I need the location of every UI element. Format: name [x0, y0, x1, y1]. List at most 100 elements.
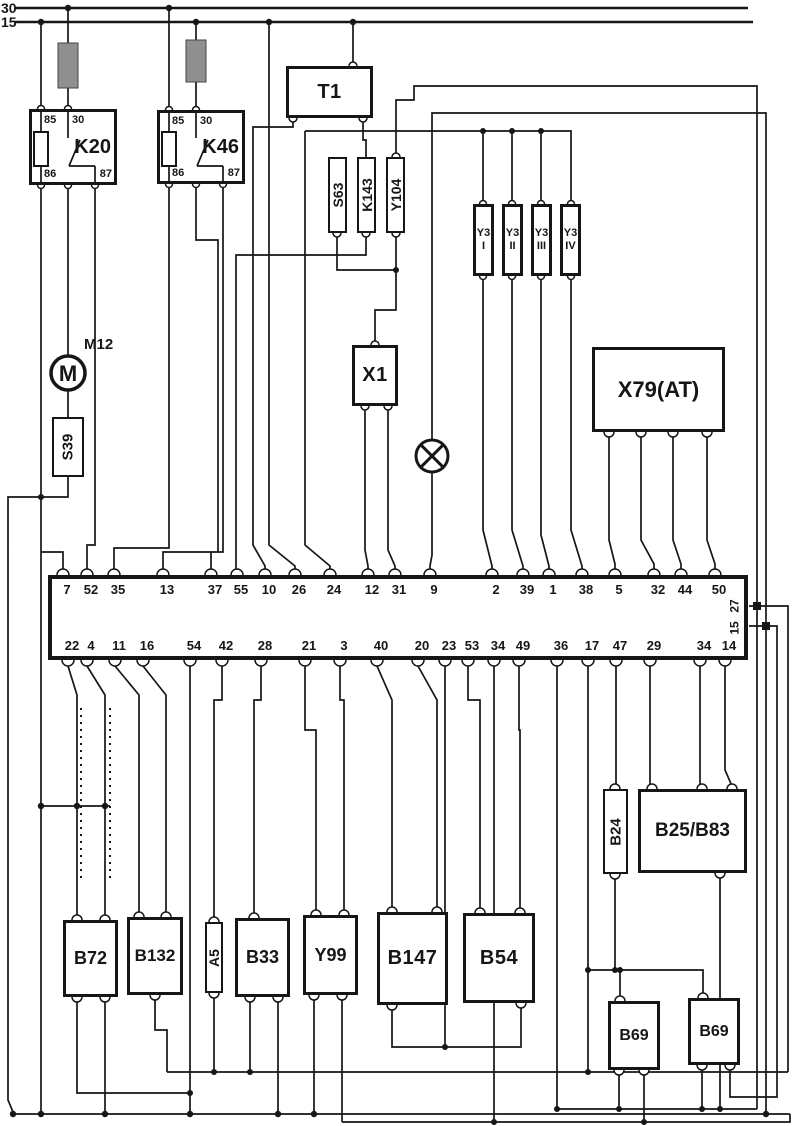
component-x79: X79(AT): [592, 347, 725, 432]
pin-label: 13: [159, 582, 175, 597]
motor-symbol: M: [59, 361, 77, 386]
component-b33: B33: [235, 918, 290, 997]
component-k143: K143: [357, 157, 376, 233]
pin-label: 49: [515, 638, 531, 653]
relay-label: K46: [202, 136, 239, 158]
pin-label: 39: [519, 582, 535, 597]
component-label: Y104: [387, 178, 404, 212]
component-y3-2: Y3 II: [502, 204, 523, 276]
pin-label: 16: [139, 638, 155, 653]
component-label: B33: [245, 947, 280, 967]
component-label: Y3: [534, 227, 549, 240]
component-y99: Y99: [303, 915, 358, 995]
pin-label: 36: [553, 638, 569, 653]
component-t1: T1: [286, 66, 373, 118]
component-y104: Y104: [386, 157, 405, 233]
component-label: T1: [317, 80, 342, 103]
component-x1: X1: [352, 345, 398, 406]
pin-label: 38: [578, 582, 594, 597]
pin-label: 54: [186, 638, 202, 653]
pin-label: 3: [340, 638, 348, 653]
pin-label: 53: [464, 638, 480, 653]
component-label: B72: [73, 948, 108, 968]
pin-label: 12: [364, 582, 380, 597]
relay-pin-30: 30: [200, 115, 213, 127]
pin-label: 34: [696, 638, 712, 653]
wires: [7, 8, 791, 1123]
pin-label: 22: [64, 638, 80, 653]
component-label: Y99: [314, 944, 347, 965]
pin-label: 42: [218, 638, 234, 653]
component-label: B69: [619, 1026, 649, 1044]
pin-label: 37: [207, 582, 223, 597]
pin-label: 47: [612, 638, 628, 653]
motor-icon: M: [49, 354, 87, 392]
bus-lines: [14, 6, 753, 24]
pin-label: 17: [584, 638, 600, 653]
pin-label: 1: [549, 582, 557, 597]
component-label: X79(AT): [617, 376, 700, 402]
pin-label: 21: [301, 638, 317, 653]
component-s63: S63: [328, 157, 347, 233]
pin-label: 35: [110, 582, 126, 597]
component-label: Y3: [505, 227, 520, 240]
relay-internals: [161, 113, 224, 181]
pin-label: 31: [391, 582, 407, 597]
component-b147: B147: [377, 912, 448, 1005]
component-label: A5: [206, 948, 222, 967]
component-m12-label: M12: [84, 336, 114, 353]
pin-label: 20: [414, 638, 430, 653]
component-a5: A5: [205, 922, 223, 993]
component-roman: III: [536, 240, 547, 252]
component-s39: S39: [52, 417, 84, 477]
relay-internals: [33, 112, 96, 182]
relay-pin-87: 87: [227, 167, 240, 179]
component-label: B24: [607, 817, 624, 846]
relay-k46: 85 30 86 87 K46: [157, 110, 245, 184]
component-y3-1: Y3 I: [473, 204, 494, 276]
pin-label: 24: [326, 582, 342, 597]
component-roman: IV: [565, 240, 576, 252]
component-label: S39: [59, 433, 77, 461]
pin-label: 52: [83, 582, 99, 597]
pin-label: 32: [650, 582, 666, 597]
component-label: X1: [362, 364, 388, 386]
component-b69-left: B69: [608, 1001, 660, 1070]
pin-label: 11: [112, 638, 126, 653]
component-label: Y3: [563, 227, 578, 240]
pin-label-27: 27: [727, 599, 742, 613]
component-label: B147: [387, 947, 438, 969]
pin-label-15: 15: [727, 621, 742, 635]
fuse-icons: [57, 39, 207, 89]
component-b69-right: B69: [688, 998, 740, 1065]
component-roman: I: [481, 240, 486, 252]
component-b24: B24: [603, 789, 628, 874]
pin-label: 50: [711, 582, 727, 597]
pin-label: 29: [646, 638, 662, 653]
relay-pin-86: 86: [44, 168, 57, 180]
pin-label: 7: [63, 582, 71, 597]
relay-pin-85: 85: [172, 115, 185, 127]
component-label: S63: [329, 182, 346, 208]
component-label: B132: [134, 946, 176, 965]
component-b25-b83: B25/B83: [638, 789, 747, 873]
pin-label: 23: [441, 638, 457, 653]
component-b72: B72: [63, 920, 118, 997]
component-label: B54: [479, 946, 519, 969]
pin-label: 5: [615, 582, 623, 597]
pin-label: 28: [257, 638, 273, 653]
pin-label: 40: [373, 638, 389, 653]
relay-pin-86: 86: [172, 167, 185, 179]
component-y3-3: Y3 III: [531, 204, 552, 276]
component-label: Y3: [476, 227, 491, 240]
component-b54: B54: [463, 913, 535, 1003]
component-roman: II: [509, 240, 516, 252]
relay-label: K20: [74, 136, 111, 158]
pin-label: 9: [430, 582, 438, 597]
lamp-icon: [414, 438, 450, 474]
component-b132: B132: [127, 917, 183, 995]
relay-pin-30: 30: [72, 114, 85, 126]
bus-15-label: 15: [1, 14, 17, 30]
relay-pin-85: 85: [44, 114, 57, 126]
